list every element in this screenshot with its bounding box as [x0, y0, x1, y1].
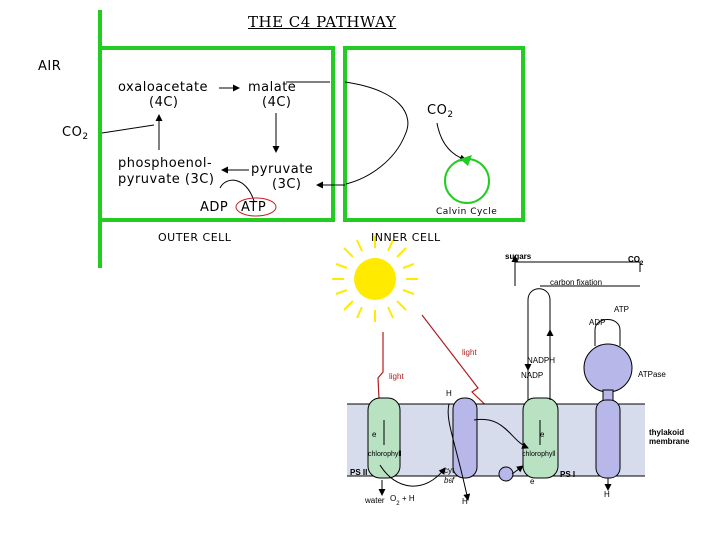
malate-carbons: (4C): [262, 95, 292, 110]
co2-release-curve: [345, 134, 406, 185]
thylakoid-label-2: membrane: [649, 437, 690, 446]
b6f-label: b6f: [444, 476, 455, 485]
malate-to-co2-curve: [344, 81, 409, 136]
nadph-loop: [527, 288, 551, 400]
h-bottom-2-label: H: [604, 490, 610, 499]
h-bottom-1-label: H: [462, 497, 468, 506]
co2-right-label: CO2: [427, 103, 454, 120]
thylakoid-co2-label: CO2: [628, 255, 644, 267]
cyt-complex: [452, 397, 478, 479]
h-top-label: H: [446, 389, 452, 398]
atp-label: ATP: [241, 200, 267, 215]
oxaloacetate-label: oxaloacetate: [118, 80, 209, 95]
sun-icon: [332, 236, 418, 322]
sugars-label: sugars: [505, 252, 532, 261]
pep-label-2: pyruvate (3C): [118, 172, 215, 187]
nadph-label: NADPH: [527, 356, 556, 365]
psii-label: PS II: [350, 468, 368, 477]
thylakoid-label-1: thylakoid: [649, 428, 685, 437]
e-bottom-label: e: [530, 477, 535, 486]
carbon-fixation-label: carbon fixation: [550, 278, 603, 287]
air-label: AIR: [38, 59, 62, 74]
e-minus-2-label: e: [540, 430, 545, 439]
pyruvate-label: pyruvate: [251, 162, 314, 177]
o2-label: O2: [390, 494, 400, 507]
atp-loop: [594, 319, 621, 346]
psi-label: PS I: [560, 470, 576, 479]
outer-cell-label: OUTER CELL: [158, 231, 232, 244]
diagram-title: THE C4 PATHWAY: [248, 13, 397, 31]
thylakoid-atp-label: ATP: [614, 305, 629, 314]
atp-curve: [219, 179, 255, 202]
calvin-cycle-label: Calvin Cycle: [436, 207, 498, 217]
water-label: water: [365, 496, 385, 505]
calvin-cycle-circle: [444, 158, 490, 204]
light-label-2: light: [462, 348, 477, 357]
chlorophyll-1-label: chlorophyll: [368, 451, 402, 458]
inner-cell-box: [343, 46, 525, 222]
malate-label: malate: [248, 80, 297, 95]
arrow-co2-calvin: [436, 122, 467, 162]
e-minus-1-label: e: [372, 430, 377, 439]
plus-h-label: + H: [402, 494, 415, 503]
inner-cell-label: INNER CELL: [371, 231, 441, 244]
pep-label-1: phosphoenol-: [118, 156, 213, 171]
outer-cell-box: [98, 46, 335, 222]
atpase-head: [583, 343, 633, 393]
thylakoid-adp-label: ADP: [589, 318, 606, 327]
adp-label: ADP: [200, 200, 229, 215]
pc-dot: [498, 466, 514, 482]
light-label-1: light: [389, 372, 404, 381]
pyruvate-carbons: (3C): [272, 177, 302, 192]
chlorophyll-2-label: chlorophyll: [522, 451, 556, 458]
carbon-fixation-loop: [514, 261, 641, 286]
atp-circle: [235, 197, 277, 217]
atpase-label: ATPase: [638, 370, 666, 379]
nadp-label: NADP: [521, 371, 544, 380]
co2-left-label: CO2: [62, 125, 89, 142]
oxaloacetate-carbons: (4C): [149, 95, 179, 110]
cyt-label: cyt: [444, 466, 455, 475]
arrow-co2-left: [101, 124, 155, 134]
atpase-base: [595, 399, 621, 479]
